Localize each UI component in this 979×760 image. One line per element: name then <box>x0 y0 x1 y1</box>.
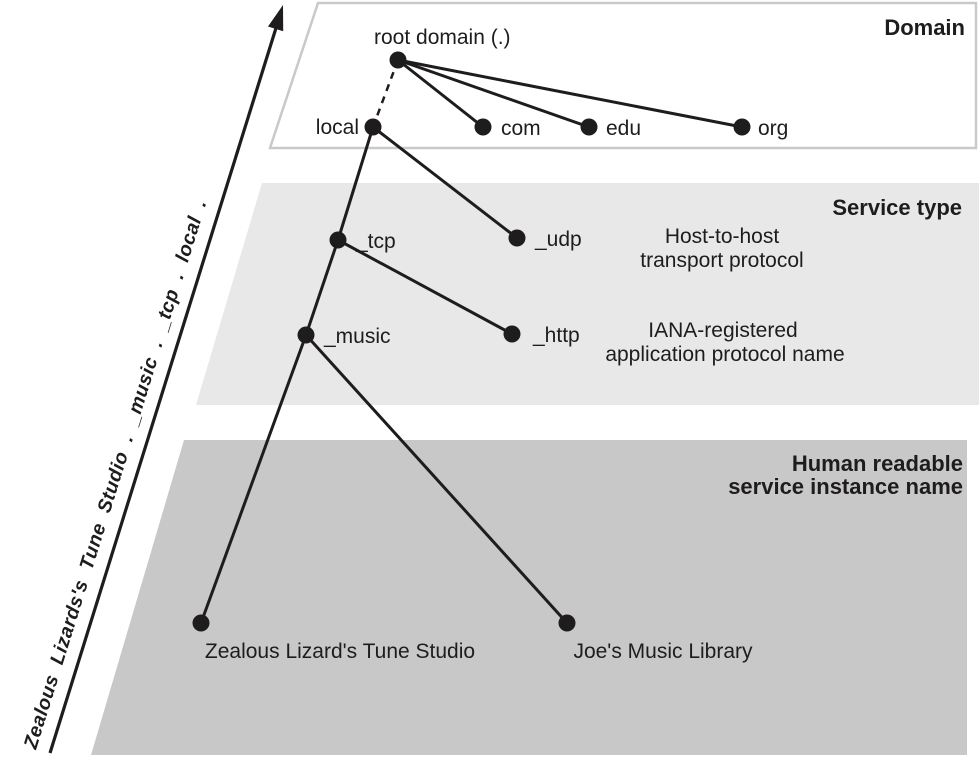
tcp-node-dot <box>329 231 347 249</box>
domain-band-title: Domain <box>884 15 965 40</box>
fqdn-arrow-shaft <box>48 27 278 754</box>
http-node-dot <box>503 325 521 343</box>
com-node-dot <box>474 118 492 136</box>
joes-node-dot <box>558 614 576 632</box>
edge-root-org <box>396 58 744 129</box>
instance-band-title-line2: service instance name <box>728 474 963 499</box>
service-type-band-title: Service type <box>832 195 962 220</box>
instance-band-title-line1: Human readable <box>792 451 963 476</box>
edge-music-zealous <box>199 333 308 625</box>
edu-node-dot <box>580 118 598 136</box>
edge-root-com <box>396 58 485 129</box>
org-node-label: org <box>758 117 788 140</box>
instance-name-band <box>91 440 967 755</box>
service-type-band <box>196 183 979 405</box>
local-node-label: local <box>316 116 359 139</box>
edge-tcp-music <box>304 238 340 337</box>
edge-root-edu <box>396 58 591 129</box>
root-node-label: root domain (.) <box>374 26 511 49</box>
edge-tcp-http <box>336 238 514 336</box>
edu-node-label: edu <box>606 117 641 140</box>
http-node-label: _http <box>532 324 580 347</box>
application-protocol-note-line2: application protocol name <box>605 343 844 366</box>
tcp-node-label: _tcp <box>355 230 396 253</box>
zealous-node-dot <box>192 614 210 632</box>
local-node-dot <box>364 118 382 136</box>
domain-band <box>268 1 978 150</box>
udp-node-label: _udp <box>534 228 582 251</box>
edge-music-joes <box>304 333 569 625</box>
org-node-dot <box>733 118 751 136</box>
edge-local-udp <box>371 125 519 240</box>
edge-local-tcp <box>336 125 375 242</box>
udp-node-dot <box>508 229 526 247</box>
application-protocol-note-line1: IANA-registered <box>648 319 797 342</box>
zealous-node-label: Zealous Lizard's Tune Studio <box>205 640 475 663</box>
fqdn-arrow-head-icon <box>268 5 284 32</box>
transport-protocol-note-line1: Host-to-host <box>665 225 780 248</box>
root-node-dot <box>389 51 407 69</box>
transport-protocol-note-line2: transport protocol <box>640 249 803 272</box>
joes-node-label: Joe's Music Library <box>573 640 753 663</box>
music-node-label: _music <box>323 325 391 348</box>
com-node-label: com <box>501 117 541 140</box>
music-node-dot <box>297 326 315 344</box>
